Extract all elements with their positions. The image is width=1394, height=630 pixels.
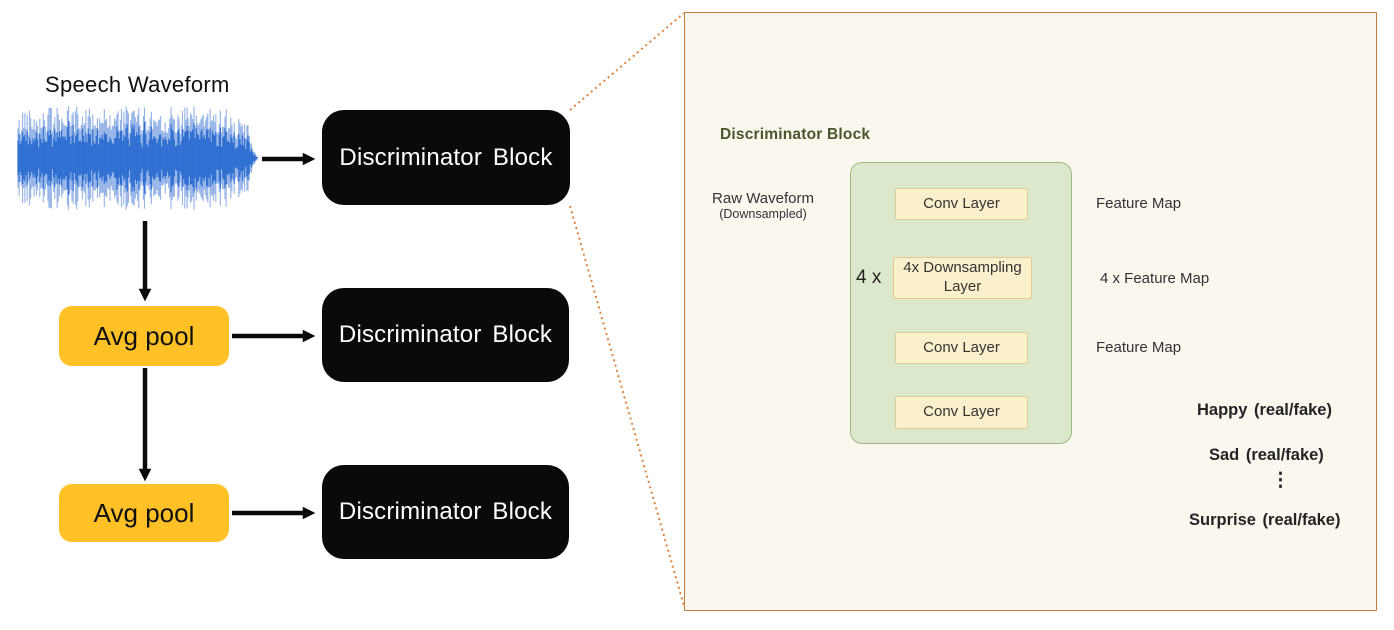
multiplier-label: 4 x [856,267,882,288]
downsampling-layer-label: 4x Downsampling Layer [903,259,1022,295]
downsampled-label: (Downsampled) [719,207,807,221]
conv-layer-3-label: Conv Layer [923,403,1000,421]
feature-map-label-1: Feature Map [1096,195,1182,212]
discriminator-block-2-label: Discriminator Block [338,321,553,348]
discriminator-block-2: Discriminator Block [322,288,569,382]
ellipsis-label: ⋮ [1271,470,1290,491]
discriminator-block-3: Discriminator Block [322,465,569,559]
avg-pool-1-label: Avg pool [93,320,195,351]
feature-map-label-2: 4 x Feature Map [1100,270,1210,287]
discriminator-block-1-label: Discriminator Block [339,143,553,171]
conv-layer-3: Conv Layer [895,396,1028,429]
conv-layer-1: Conv Layer [895,188,1028,220]
left-arrows [138,152,316,520]
speech-waveform-image [17,106,258,210]
sad-output-label: Sad (real/fake) [1209,446,1324,464]
zoom-connector-bottom [569,205,685,607]
conv-layer-2-label: Conv Layer [923,338,1000,356]
avg-pool-1: Avg pool [59,306,229,366]
zoom-connector-top [569,12,685,111]
happy-output-label: Happy (real/fake) [1197,401,1332,419]
avg-pool-2-label: Avg pool [93,497,195,528]
surprise-output-label: Surprise (real/fake) [1189,511,1341,529]
panel-title: Discriminator Block [720,126,871,143]
avg-pool-2: Avg pool [59,484,229,542]
discriminator-block-3-label: Discriminator Block [338,498,553,525]
conv-layer-1-label: Conv Layer [923,194,1000,212]
feature-map-label-3: Feature Map [1096,339,1182,356]
discriminator-block-1: Discriminator Block [322,110,570,205]
zoom-connector-lines [569,12,685,607]
downsampling-layer: 4x Downsampling Layer [893,257,1032,299]
speech-waveform-label: Speech Waveform [45,72,230,97]
raw-waveform-label: Raw Waveform [712,190,814,207]
input-label: Raw Waveform (Downsampled) [708,190,818,221]
conv-layer-2: Conv Layer [895,332,1028,364]
